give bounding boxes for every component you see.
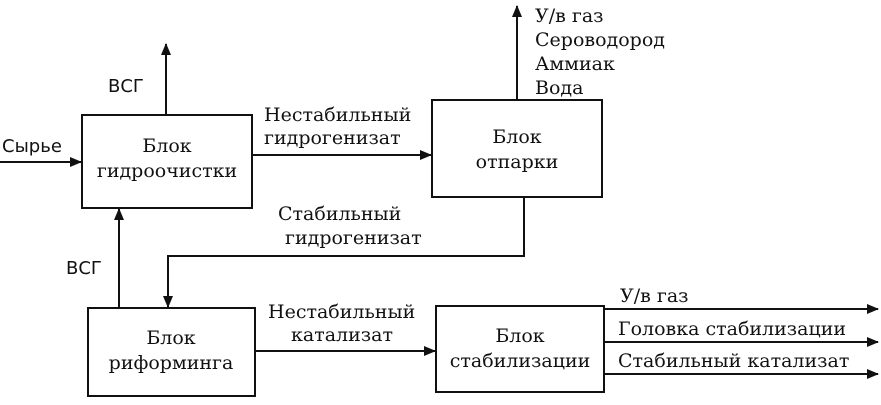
stripping-block: [431, 99, 603, 198]
reform-block-subtitle: риформинга: [109, 352, 234, 374]
unstable-cat-label-2: катализат: [291, 324, 393, 346]
stable-hydro-label-1: Стабильный: [278, 203, 401, 225]
stab-block-title: Блок: [495, 325, 544, 347]
feed-label: Сырье: [2, 136, 62, 157]
strip-output-nh3: Аммиак: [535, 53, 615, 75]
strip-output-gas: У/в газ: [535, 5, 604, 27]
stable-hydro-label-2: гидрогенизат: [285, 227, 422, 249]
stab-output-head: Головка стабилизации: [618, 318, 846, 340]
unstable-cat-label-1: Нестабильный: [268, 301, 415, 323]
stab-output-cat: Стабильный катализат: [618, 350, 849, 372]
reform-block-title: Блок: [146, 327, 195, 349]
hydrotreating-block: [81, 114, 253, 209]
strip-block-title: Блок: [492, 126, 541, 148]
reforming-block: [87, 307, 256, 397]
strip-output-h2s: Сероводород: [535, 29, 665, 51]
stable-hydro-arrow: [163, 197, 525, 308]
unstable-hydro-label-1: Нестабильный: [264, 104, 411, 126]
hydro-block-title: Блок: [142, 135, 191, 157]
hydro-block-subtitle: гидроочистки: [97, 160, 237, 182]
vsg-top-label: ВСГ: [108, 76, 144, 97]
unstable-hydro-label-2: гидрогенизат: [264, 127, 401, 149]
vsg-left-label: ВСГ: [66, 258, 102, 279]
stab-block-subtitle: стабилизации: [450, 350, 591, 372]
strip-block-subtitle: отпарки: [476, 151, 559, 173]
strip-output-water: Вода: [535, 77, 583, 99]
stabilization-block: [435, 305, 605, 393]
stab-output-gas: У/в газ: [620, 285, 689, 307]
